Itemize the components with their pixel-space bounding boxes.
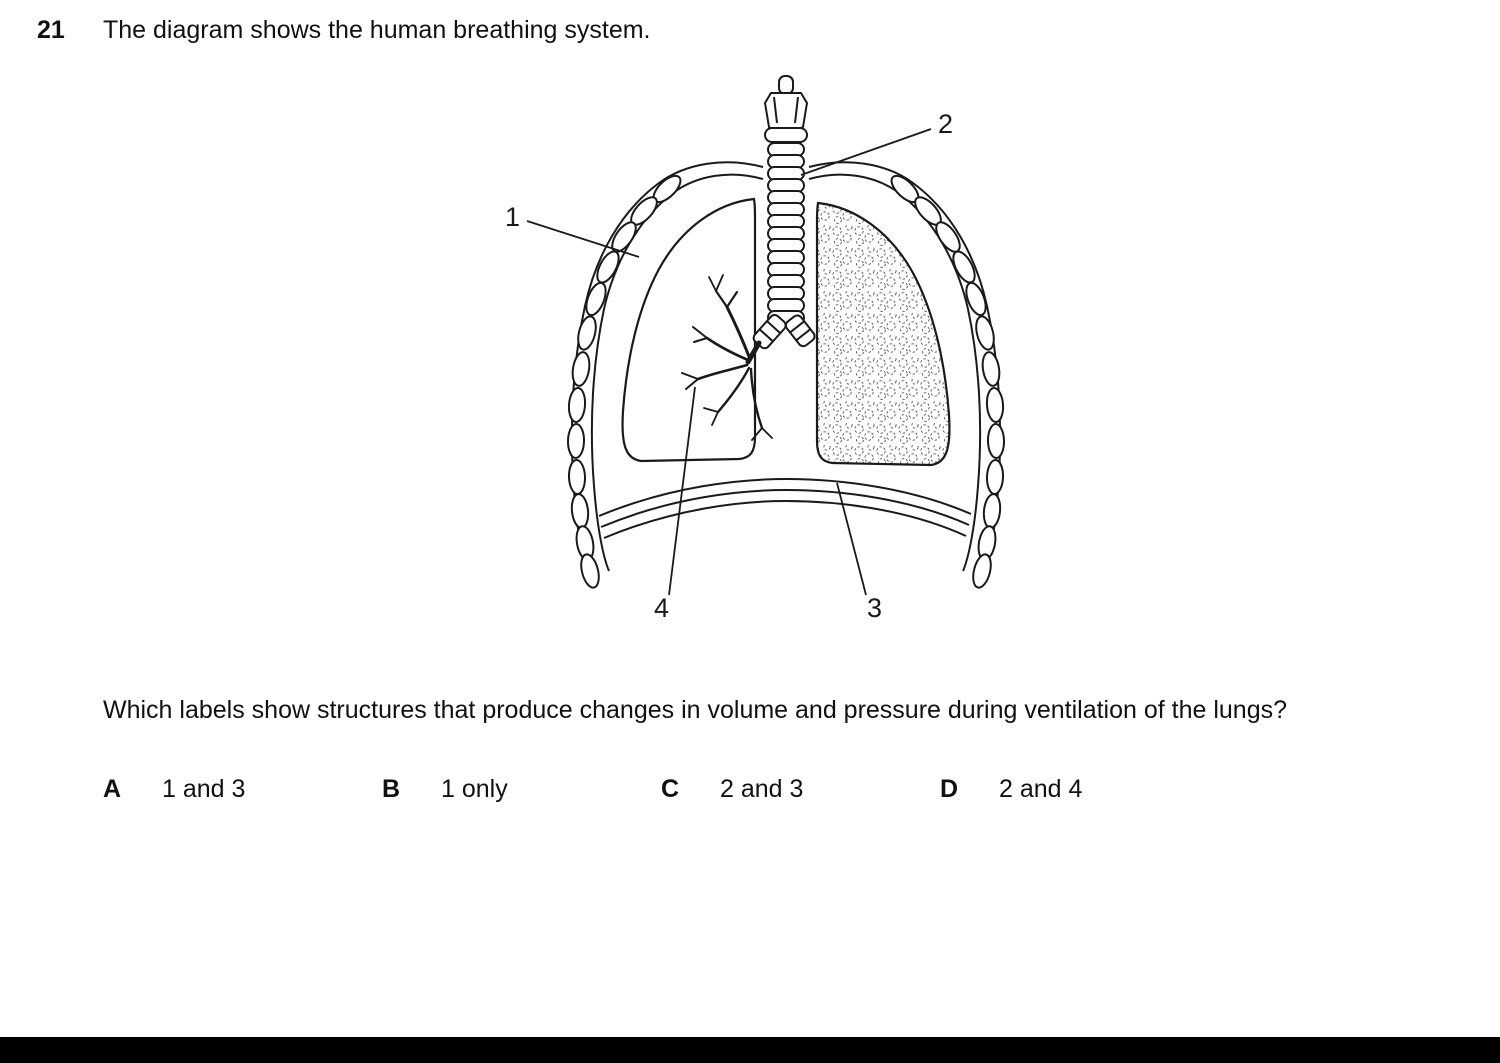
option-a-letter: A bbox=[103, 775, 122, 803]
option-c-text: 2 and 3 bbox=[720, 775, 804, 803]
option-d-text: 2 and 4 bbox=[999, 775, 1083, 803]
label-leader-lines bbox=[526, 127, 932, 595]
leader-line-1 bbox=[526, 219, 640, 258]
question-intro: The diagram shows the human breathing sy… bbox=[103, 16, 651, 44]
left-bronchus bbox=[752, 313, 787, 349]
diaphragm bbox=[598, 477, 972, 539]
footer-redaction-bar bbox=[0, 1037, 1500, 1063]
diagram-label-2: 2 bbox=[938, 109, 953, 139]
option-d-letter: D bbox=[940, 775, 959, 803]
bronchiole-tree bbox=[681, 273, 773, 441]
question-stem: Which labels show structures that produc… bbox=[103, 695, 1288, 724]
option-c-letter: C bbox=[661, 775, 680, 803]
ribs bbox=[566, 174, 1006, 589]
option-b-text: 1 only bbox=[441, 775, 508, 803]
breathing-system-figure: 1 2 3 4 bbox=[505, 74, 1006, 623]
leader-line-3 bbox=[836, 482, 867, 595]
diagram-label-1: 1 bbox=[505, 202, 520, 232]
option-b[interactable]: B 1 only bbox=[382, 775, 661, 804]
diagram-label-3: 3 bbox=[867, 593, 882, 623]
left-lung-outline bbox=[621, 197, 757, 462]
right-lung-outline bbox=[815, 201, 951, 466]
trachea bbox=[767, 141, 805, 325]
breathing-system-diagram: 1 2 3 4 bbox=[501, 71, 1011, 636]
right-bronchus bbox=[784, 313, 816, 347]
diagram-label-4: 4 bbox=[654, 593, 669, 623]
question-header: 21 The diagram shows the human breathing… bbox=[0, 0, 1500, 47]
leader-line-2 bbox=[800, 127, 932, 176]
option-a[interactable]: A 1 and 3 bbox=[103, 775, 382, 804]
larynx bbox=[763, 74, 809, 143]
answer-options: A 1 and 3 B 1 only C 2 and 3 D 2 and 4 bbox=[103, 775, 1500, 804]
option-b-letter: B bbox=[382, 775, 401, 803]
option-c[interactable]: C 2 and 3 bbox=[661, 775, 940, 804]
option-d[interactable]: D 2 and 4 bbox=[940, 775, 1082, 804]
option-a-text: 1 and 3 bbox=[162, 775, 246, 803]
question-number: 21 bbox=[37, 16, 65, 44]
leader-line-4 bbox=[668, 386, 696, 595]
